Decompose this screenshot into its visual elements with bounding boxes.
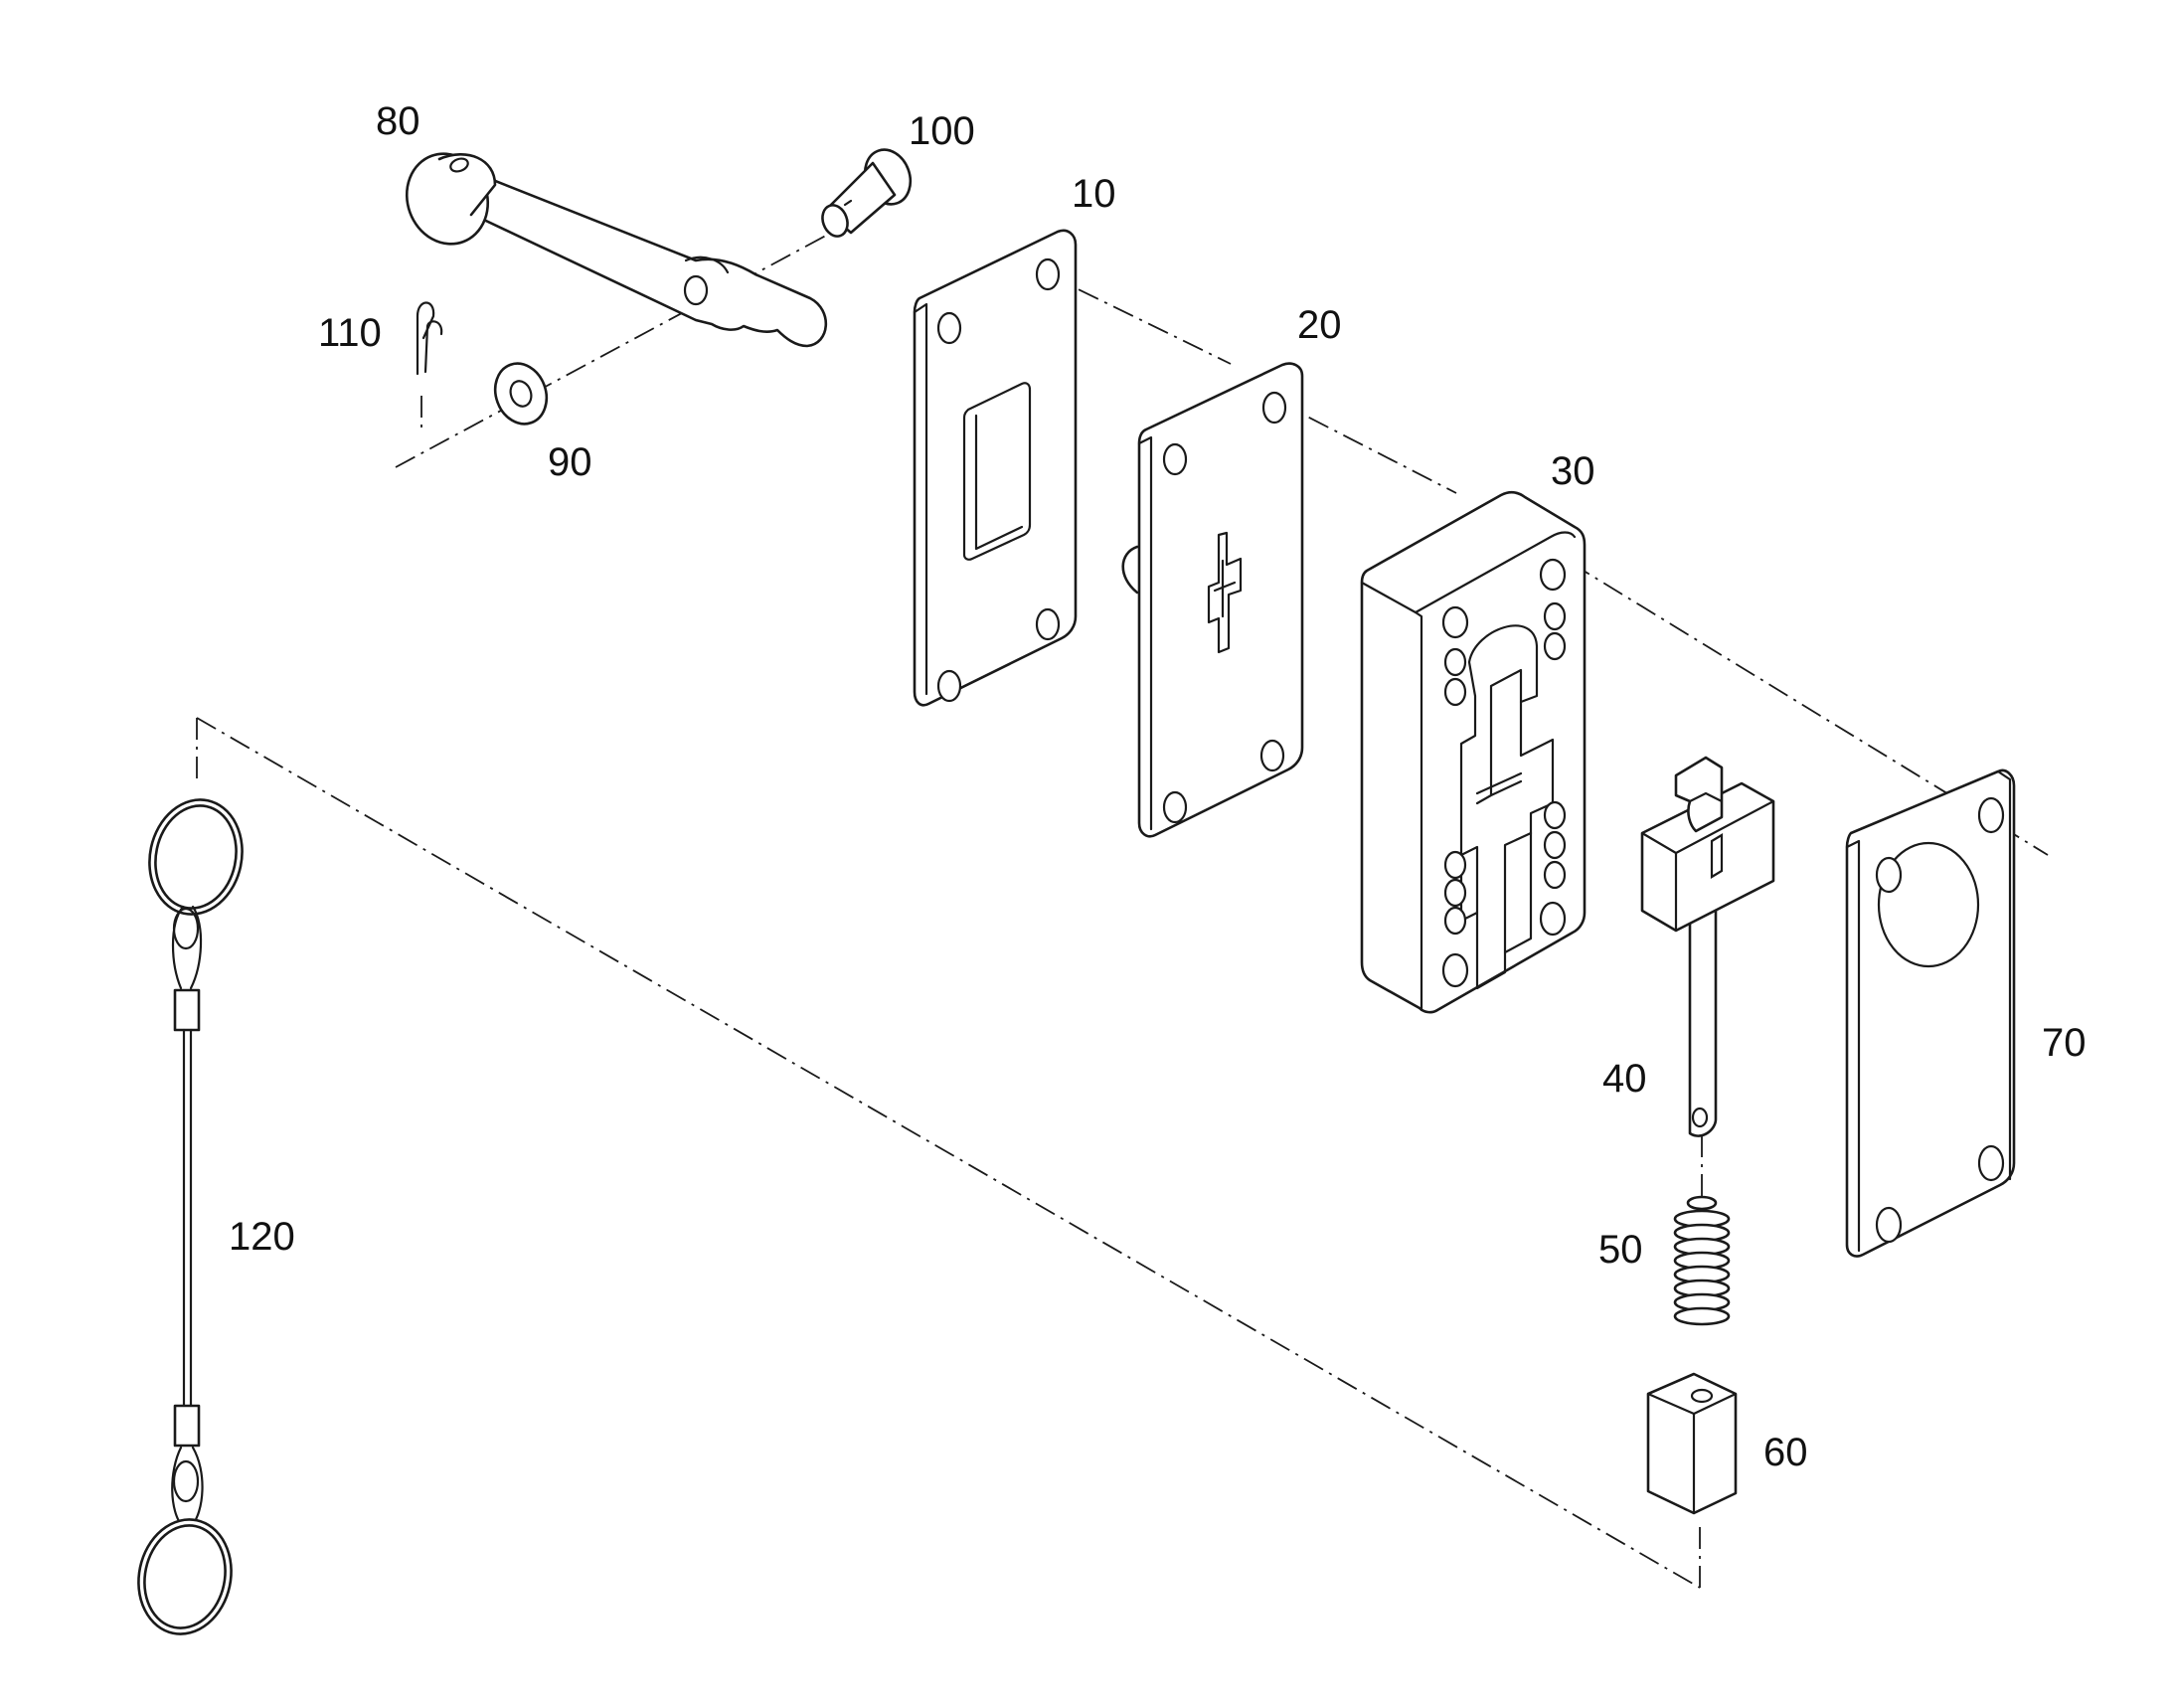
- block-part-60: [1646, 1372, 1738, 1515]
- callout-80: 80: [376, 99, 420, 143]
- assembly-axis-lines: [196, 230, 2049, 1589]
- plate-part-20: [1121, 362, 1304, 838]
- callout-20: 20: [1297, 303, 1342, 347]
- plate-part-70: [1845, 769, 2016, 1258]
- callout-120: 120: [229, 1215, 295, 1259]
- callout-110: 110: [318, 311, 382, 355]
- plate-part-10: [913, 229, 1078, 707]
- housing-part-30: [1360, 490, 1587, 1014]
- lever-part-80: [405, 152, 828, 348]
- cotter-pin-part-110: [416, 301, 443, 376]
- lanyard-part-120: [137, 798, 244, 1635]
- spring-part-50: [1673, 1195, 1731, 1326]
- pin-part-100: [821, 148, 913, 238]
- washer-part-90: [493, 362, 549, 426]
- callout-60: 60: [1763, 1431, 1808, 1474]
- callout-10: 10: [1072, 172, 1116, 216]
- callout-90: 90: [548, 440, 592, 484]
- plunger-part-40: [1640, 756, 1775, 1137]
- callout-40: 40: [1602, 1057, 1647, 1101]
- callout-labels: 80 100 10 110 90 20 30 70 40 50 60 120: [229, 99, 2087, 1474]
- callout-30: 30: [1551, 449, 1595, 493]
- callout-70: 70: [2042, 1021, 2087, 1065]
- callout-100: 100: [909, 109, 975, 153]
- callout-50: 50: [1598, 1228, 1643, 1272]
